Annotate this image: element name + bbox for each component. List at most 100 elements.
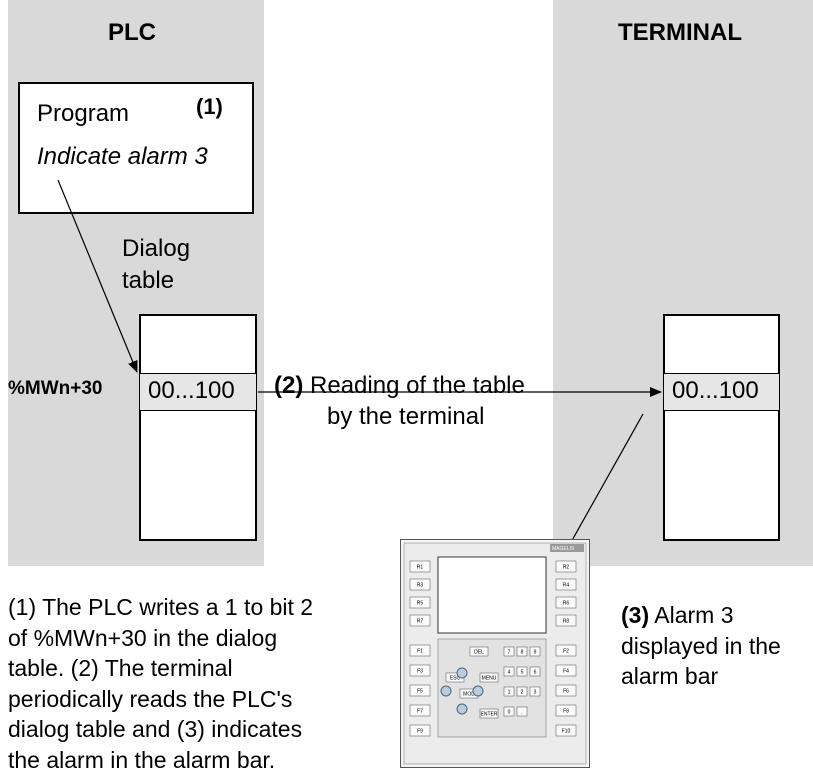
terminal-heading: TERMINAL (618, 19, 742, 46)
nav-arrow-key[interactable] (456, 667, 468, 679)
device-key-f7-label: F7 (417, 709, 423, 715)
keypad-digit-3-label: 4 (508, 670, 511, 676)
device-key-f9-button[interactable] (409, 724, 431, 737)
alarm-label-line3: alarm bar (621, 663, 719, 689)
reading-step: (2) (274, 372, 304, 399)
device-key-f6-label: F6 (563, 689, 569, 695)
alarm-label: (3) Alarm 3 displayed in the alarm bar (621, 600, 781, 692)
keypad-digit-1-label: 8 (521, 650, 524, 656)
device-key-f2-button[interactable] (555, 644, 577, 657)
device-key-r3-label: R3 (417, 583, 424, 589)
keypad-mod-label: MOD (463, 692, 475, 698)
device-key-f6-button[interactable] (555, 684, 577, 697)
keypad-digit-4-button[interactable] (516, 666, 528, 677)
keypad-del-label: DEL (474, 650, 484, 656)
device-key-f8-label: F8 (563, 709, 569, 715)
keypad-del-button[interactable] (469, 646, 489, 657)
dialog-table-label-line1: Dialog (122, 235, 191, 262)
keypad-digit-2-label: 9 (534, 650, 537, 656)
keypad-enter-label: ENTER (481, 712, 498, 718)
plc-dialog-table (139, 314, 257, 541)
caption-line: periodically reads the PLC's (8, 685, 293, 712)
reading-label-line1: Reading of the table (303, 372, 525, 399)
device-key-f3-button[interactable] (409, 664, 431, 677)
device-key-r8-label: R8 (563, 619, 570, 625)
word-address-label: %MWn+30 (8, 378, 103, 399)
device-key-f10-label: F10 (562, 729, 571, 735)
device-key-r5-button[interactable] (409, 596, 431, 609)
alarm-label-line1: Alarm 3 (649, 602, 734, 628)
keypad-digit-0-label: 7 (508, 650, 511, 656)
keypad-digit-7-button[interactable] (516, 686, 528, 697)
nav-arrow-key[interactable] (472, 685, 484, 697)
keypad-digit-5-button[interactable] (529, 666, 541, 677)
keypad-digit-9-button[interactable] (503, 706, 515, 717)
keypad-digit-10-label: . (521, 710, 522, 716)
nav-arrow-key[interactable] (440, 685, 452, 697)
caption-line: (1) The PLC writes a 1 to bit 2 (8, 594, 314, 620)
dialog-table-label-line2: table (122, 267, 175, 294)
keypad-digit-7-label: 2 (521, 690, 524, 696)
device-key-f5-label: F5 (417, 689, 423, 695)
plc-heading: PLC (108, 19, 156, 46)
keypad-digit-10-button[interactable] (516, 706, 528, 717)
terminal-word-cell: 00...100 (663, 373, 780, 411)
keypad-digit-6-label: 1 (508, 690, 511, 696)
program-box: Program (1) Indicate alarm 3 (18, 82, 254, 214)
terminal-table (663, 314, 780, 541)
plc-word-cell: 00...100 (139, 373, 257, 411)
alarm-step: (3) (621, 602, 650, 628)
device-key-r5-label: R5 (417, 601, 424, 607)
device-key-f1-label: F1 (417, 649, 423, 655)
keypad-digit-0-button[interactable] (503, 646, 515, 657)
alarm-label-line2: displayed in the (621, 632, 781, 659)
device-key-f3-label: F3 (417, 669, 423, 675)
keypad-digit-5-label: 6 (534, 670, 537, 676)
caption-line: dialog table and (3) indicates (8, 716, 303, 742)
device-key-r6-button[interactable] (555, 596, 577, 609)
keypad-menu-label: MENU (482, 676, 497, 682)
keypad-digit-2-button[interactable] (529, 646, 541, 657)
reading-label-line2: by the terminal (327, 403, 485, 430)
reading-label: (2) Reading of the table (274, 370, 525, 401)
device-key-r8-button[interactable] (555, 614, 577, 627)
device-key-f4-button[interactable] (555, 664, 577, 677)
keypad-digit-8-label: 3 (534, 690, 537, 696)
nav-arrow-key[interactable] (456, 703, 468, 715)
program-step-label: (1) (196, 94, 223, 119)
keypad-digit-1-button[interactable] (516, 646, 528, 657)
device-key-r4-label: R4 (563, 583, 570, 589)
keypad-digit-8-button[interactable] (529, 686, 541, 697)
device-key-r7-button[interactable] (409, 614, 431, 627)
device-key-f4-label: F4 (563, 669, 569, 675)
keypad-digit-3-button[interactable] (503, 666, 515, 677)
device-brand: MAGELIS (552, 546, 575, 552)
device-key-r2-label: R2 (563, 565, 570, 571)
device-key-r6-label: R6 (563, 601, 570, 607)
program-title: Program (37, 100, 130, 127)
device-key-r1-label: R1 (417, 565, 424, 571)
keypad-enter-button[interactable] (479, 708, 499, 719)
device-key-f2-label: F2 (563, 649, 569, 655)
keypad-esc-label: ESC (450, 676, 461, 682)
device-key-f9-label: F9 (417, 729, 423, 735)
keypad-digit-6-button[interactable] (503, 686, 515, 697)
device-key-r3-button[interactable] (409, 578, 431, 591)
device-key-f8-button[interactable] (555, 704, 577, 717)
device-key-f5-button[interactable] (409, 684, 431, 697)
device-key-f10-button[interactable] (555, 724, 577, 737)
program-to-table-arrow (57, 179, 138, 373)
caption: (1) The PLC writes a 1 to bit 2 of %MWn+… (8, 592, 313, 775)
device-key-f7-button[interactable] (409, 704, 431, 717)
caption-line: of %MWn+30 in the dialog (8, 624, 278, 651)
caption-line: the alarm in the alarm bar. (8, 746, 276, 773)
device-key-r4-button[interactable] (555, 578, 577, 591)
device-key-r1-button[interactable] (409, 560, 431, 573)
caption-line: table. (2) The terminal (8, 655, 233, 681)
keypad-digit-4-label: 5 (521, 670, 524, 676)
device-key-f1-button[interactable] (409, 644, 431, 657)
device-key-r2-button[interactable] (555, 560, 577, 573)
keypad-menu-button[interactable] (479, 672, 499, 683)
device-key-r7-label: R7 (417, 619, 424, 625)
